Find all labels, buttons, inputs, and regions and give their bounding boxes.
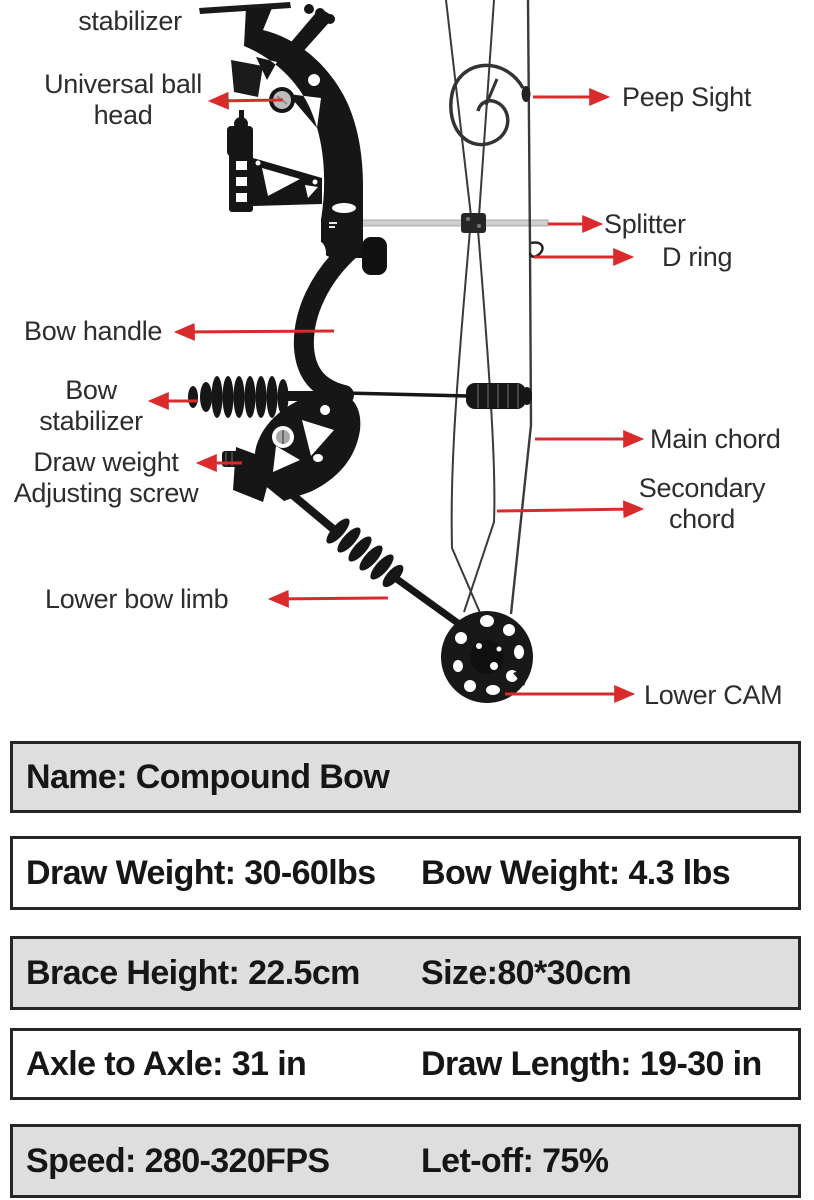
peep-sight-loop — [449, 63, 531, 147]
arrow-rest — [310, 203, 387, 275]
label-main-chord: Main chord — [650, 424, 781, 454]
secondary-chord-string — [463, 229, 496, 613]
spec-draw-weight: Draw Weight: 30-60lbs — [26, 853, 376, 892]
bow-strings — [445, 0, 533, 630]
spec-axle-to-axle: Axle to Axle: 31 in — [26, 1044, 307, 1083]
spec-size: Size:80*30cm — [421, 953, 632, 992]
bow-handle-grip — [293, 238, 362, 405]
arrow-lower-bow-limb — [267, 589, 389, 608]
lower-riser — [254, 392, 361, 501]
arrow-secondary-chord — [496, 500, 645, 519]
bow-diagram: stabilizer Universal ball head Peep Sigh… — [13, 0, 783, 710]
upper-stabilizer-bar — [199, 2, 291, 14]
spec-row-lengths: Axle to Axle: 31 in Draw Length: 19-30 i… — [10, 1028, 801, 1100]
label-lower-cam: Lower CAM — [644, 680, 783, 710]
spec-row-dimensions: Brace Height: 22.5cm Size:80*30cm — [10, 936, 801, 1010]
spec-bow-weight: Bow Weight: 4.3 lbs — [421, 853, 731, 892]
lower-cam-wheel — [441, 611, 533, 703]
upper-cam — [286, 4, 335, 55]
arrow-universal-ball-head — [207, 91, 284, 110]
spec-name: Name: Compound Bow — [26, 757, 390, 796]
leader-arrows — [147, 88, 645, 703]
spec-draw-length: Draw Length: 19-30 in — [421, 1044, 762, 1083]
splitter-block — [461, 213, 486, 233]
arrow-shaft — [355, 219, 549, 227]
label-draw-weight-screw: Draw weight Adjusting screw — [13, 447, 199, 508]
upper-riser — [244, 8, 363, 220]
cable-cross — [450, 229, 488, 630]
label-stabilizer: stabilizer — [78, 6, 182, 36]
bow-sight — [227, 110, 322, 212]
spec-speed: Speed: 280-320FPS — [26, 1141, 330, 1180]
label-secondary-chord: Secondary chord — [638, 473, 766, 534]
label-splitter: Splitter — [604, 209, 686, 239]
spec-row-performance: Speed: 280-320FPS Let-off: 75% — [10, 1124, 801, 1198]
label-bow-stabilizer: Bow stabilizer — [39, 375, 143, 436]
main-chord-string — [509, 0, 533, 615]
bow-illustration — [147, 0, 645, 703]
rear-stabilizer — [343, 383, 532, 409]
label-bow-handle: Bow handle — [24, 316, 163, 346]
riser-bracket — [231, 60, 263, 97]
label-lower-bow-limb: Lower bow limb — [45, 584, 229, 614]
spec-let-off: Let-off: 75% — [421, 1141, 609, 1180]
spec-brace-height: Brace Height: 22.5cm — [26, 953, 360, 992]
spec-row-name: Name: Compound Bow — [10, 741, 801, 813]
label-d-ring: D ring — [662, 242, 733, 272]
arrow-bow-handle — [173, 322, 335, 341]
label-peep-sight: Peep Sight — [622, 82, 752, 112]
cable-left — [445, 0, 472, 217]
spec-row-weights: Draw Weight: 30-60lbs Bow Weight: 4.3 lb… — [10, 836, 801, 910]
cable-right — [478, 0, 495, 217]
lower-bow-limb — [267, 473, 477, 638]
label-universal-ball-head: Universal ball head — [44, 69, 202, 130]
d-ring-hook — [528, 241, 544, 258]
